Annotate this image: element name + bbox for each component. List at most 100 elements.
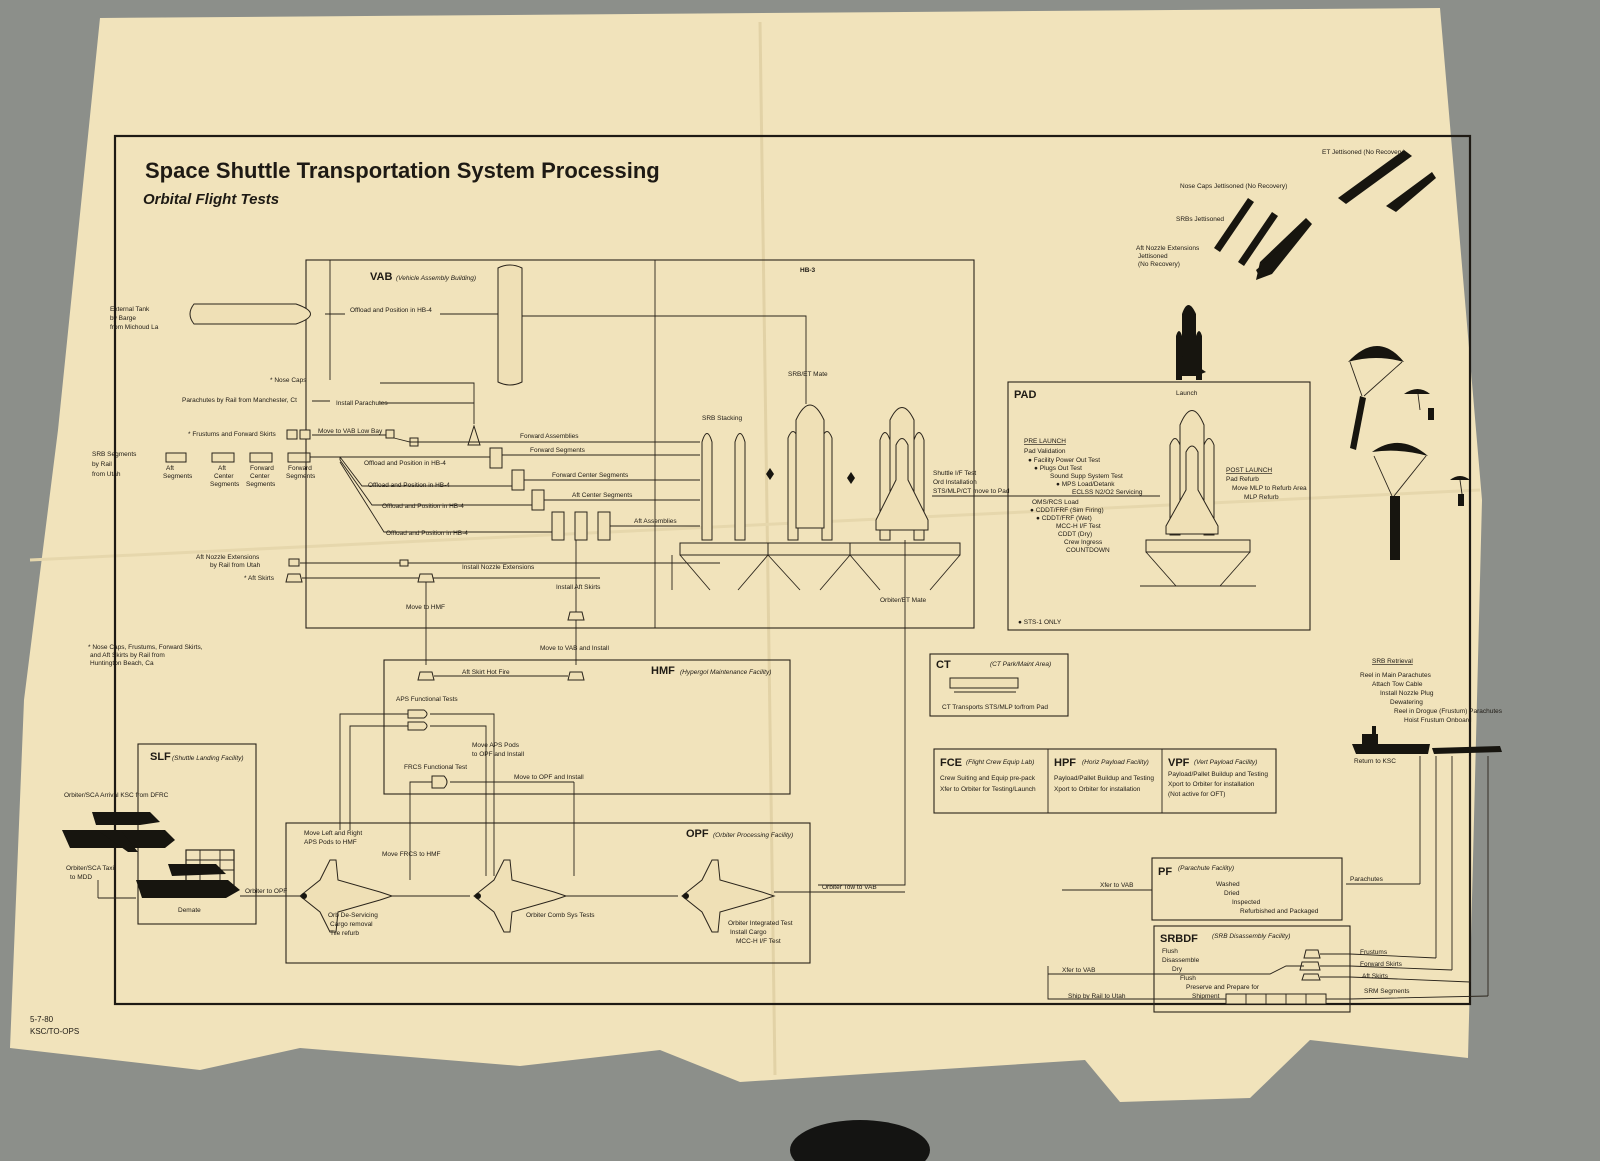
segment-aft-1: Aft (166, 465, 174, 472)
ct-subtitle: (CT Park/Maint Area) (990, 661, 1051, 668)
label-move-frcs: Move FRCS to HMF (382, 851, 441, 858)
srbdf-ship: Ship by Rail to Utah (1068, 993, 1126, 1000)
vab-title: VAB (370, 271, 392, 283)
ct-box (929, 653, 1069, 717)
slf-subtitle: (Shuttle Landing Facility) (172, 755, 244, 762)
pf-step-2: Dried (1224, 890, 1240, 897)
srbdf-xfer: Xfer to VAB (1062, 967, 1095, 974)
svg-text:● Facility Power Out Test: ● Facility Power Out Test (1028, 457, 1100, 464)
launch-vehicle-icon (1176, 305, 1206, 380)
input-srb-segments-2: by Rail (92, 461, 112, 468)
input-srb-segments-1: SRB Segments (92, 451, 137, 458)
label-offload-2: Offload and Position in HB-4 (368, 482, 450, 489)
hpf-subtitle: (Horiz Payload Facility) (1082, 759, 1149, 766)
svg-text:● CDDT/FRF (Sim Firing): ● CDDT/FRF (Sim Firing) (1030, 507, 1104, 514)
label-slf-arrival: Orbiter/SCA Arrival KSC from DFRC (64, 792, 169, 799)
fce-line-1: Crew Suiting and Equip pre-pack (940, 775, 1036, 782)
label-offload-3: Offload and Position in HB-4 (382, 503, 464, 510)
srbdf-step-4: Flush (1180, 975, 1196, 982)
input-external-tank-2: by Barge (110, 315, 136, 322)
srbdf-step-2: Disassemble (1162, 957, 1200, 964)
svg-text:COUNTDOWN: COUNTDOWN (1066, 547, 1110, 554)
srb-segment-cars (165, 452, 311, 463)
svg-text:● CDDT/FRF (Wet): ● CDDT/FRF (Wet) (1036, 515, 1092, 522)
retrieval-return: Return to KSC (1354, 758, 1396, 765)
pf-title: PF (1158, 866, 1172, 878)
label-nose-caps-jettisoned: Nose Caps Jettisoned (No Recovery) (1180, 183, 1287, 190)
pad-title: PAD (1014, 389, 1036, 401)
ct-title: CT (936, 659, 951, 671)
label-orbiter-et-mate: Orbiter/ET Mate (880, 597, 927, 604)
pf-step-4: Refurbished and Packaged (1240, 908, 1319, 915)
retrieval-ship-icon (1352, 726, 1502, 754)
input-aft-nozzle-2: by Rail from Utah (210, 562, 261, 569)
poster-subtitle: Orbital Flight Tests (143, 191, 279, 208)
nose-cap-icon (467, 424, 481, 446)
srb-et-mate-icon (787, 404, 833, 541)
label-aft-nozzle-jett-1: Aft Nozzle Extensions (1136, 245, 1200, 252)
label-slf-taxi-1: Orbiter/SCA Taxi (66, 865, 114, 872)
label-aft-nozzle-jett-2: Jettisoned (1138, 253, 1168, 260)
segment-aft-center-3: Segments (210, 481, 240, 488)
svg-text:MCC-H I/F Test: MCC-H I/F Test (1056, 523, 1101, 530)
shuttle-on-pad-icon (1140, 410, 1256, 587)
external-tank-vertical-icon (497, 264, 523, 386)
label-frcs-functional: FRCS Functional Test (404, 764, 467, 771)
fold-crease (29, 488, 1481, 562)
label-forward-assemblies: Forward Assemblies (520, 433, 579, 440)
svg-text:Attach Tow Cable: Attach Tow Cable (1372, 681, 1423, 688)
segment-aft-2: Segments (163, 473, 193, 480)
input-aft-nozzle-1: Aft Nozzle Extensions (196, 554, 260, 561)
outer-frame (113, 134, 1472, 1006)
vab-subtitle: (Vehicle Assembly Building) (396, 275, 476, 282)
retrieval-lines (1346, 756, 1489, 996)
srb-jettison-icon (1214, 198, 1312, 280)
svg-text:Install Nozzle Plug: Install Nozzle Plug (1380, 690, 1434, 697)
postlaunch-3: MLP Refurb (1244, 494, 1279, 501)
label-integrated-3: MCC-H I/F Test (736, 938, 781, 945)
poster-title: Space Shuttle Transportation System Proc… (145, 158, 660, 183)
srbdf-input-3: Aft Skirts (1362, 973, 1389, 980)
prelaunch-list: Pad Validation ● Facility Power Out Test… (1024, 448, 1143, 554)
label-offload-4: Offload and Position in HB-4 (386, 530, 468, 537)
footer-code: KSC/TO-OPS (30, 1027, 79, 1036)
footnote-1: * Nose Caps, Frustums, Forward Skirts, (88, 644, 203, 651)
input-srb-segments-3: from Utah (92, 471, 121, 478)
label-deservicing-1: Orb De-Servicing (328, 912, 378, 919)
input-external-tank-3: from Michoud La (110, 324, 159, 331)
label-shuttle-if-1: Shuttle I/F Test (933, 470, 976, 477)
opf-subtitle: (Orbiter Processing Facility) (713, 832, 793, 839)
pf-step-1: Washed (1216, 881, 1240, 888)
label-comb-sys: Orbiter Comb Sys Tests (526, 912, 595, 919)
postlaunch-1: Pad Refurb (1226, 476, 1259, 483)
label-shuttle-if-2: Ord Installation (933, 479, 977, 486)
footer-date: 5-7-80 (30, 1015, 54, 1024)
label-launch: Launch (1176, 390, 1198, 397)
label-install-parachutes: Install Parachutes (336, 400, 388, 407)
input-external-tank-1: External Tank (110, 306, 150, 313)
vpf-subtitle: (Vert Payload Facility) (1194, 759, 1257, 766)
foreground-object (790, 1120, 930, 1161)
srb-stack-icon (701, 433, 746, 541)
label-slf-taxi-2: to MDD (70, 874, 92, 881)
label-aft-center-segments: Aft Center Segments (572, 492, 633, 499)
label-offload-1: Offload and Position in HB-4 (364, 460, 446, 467)
label-demate: Demate (178, 907, 201, 914)
hpf-title: HPF (1054, 757, 1076, 769)
svg-text:Reel in Drogue (Frustum) Parac: Reel in Drogue (Frustum) Parachutes (1394, 708, 1503, 715)
hmf-box (383, 659, 791, 795)
parachute-descent-icons (1348, 346, 1470, 560)
segment-forward-2: Segments (286, 473, 316, 480)
label-move-low-bay: Move to VAB Low Bay (318, 428, 383, 435)
label-et-jettisoned: ET Jettisoned (No Recovery) (1322, 149, 1405, 156)
label-srbs-jettisoned: SRBs Jettisoned (1176, 216, 1224, 223)
fce-title: FCE (940, 757, 962, 769)
ct-text: CT Transports STS/MLP to/from Pad (942, 704, 1048, 711)
input-aft-skirts: * Aft Skirts (244, 575, 275, 582)
label-srb-stacking: SRB Stacking (702, 415, 742, 422)
label-aft-nozzle-jett-3: (No Recovery) (1138, 261, 1180, 268)
svg-text:Crew Ingress: Crew Ingress (1064, 539, 1103, 546)
opf-box (285, 822, 811, 964)
label-aps-functional: APS Functional Tests (396, 696, 458, 703)
label-move-aps-1: Move APS Pods (472, 742, 520, 749)
